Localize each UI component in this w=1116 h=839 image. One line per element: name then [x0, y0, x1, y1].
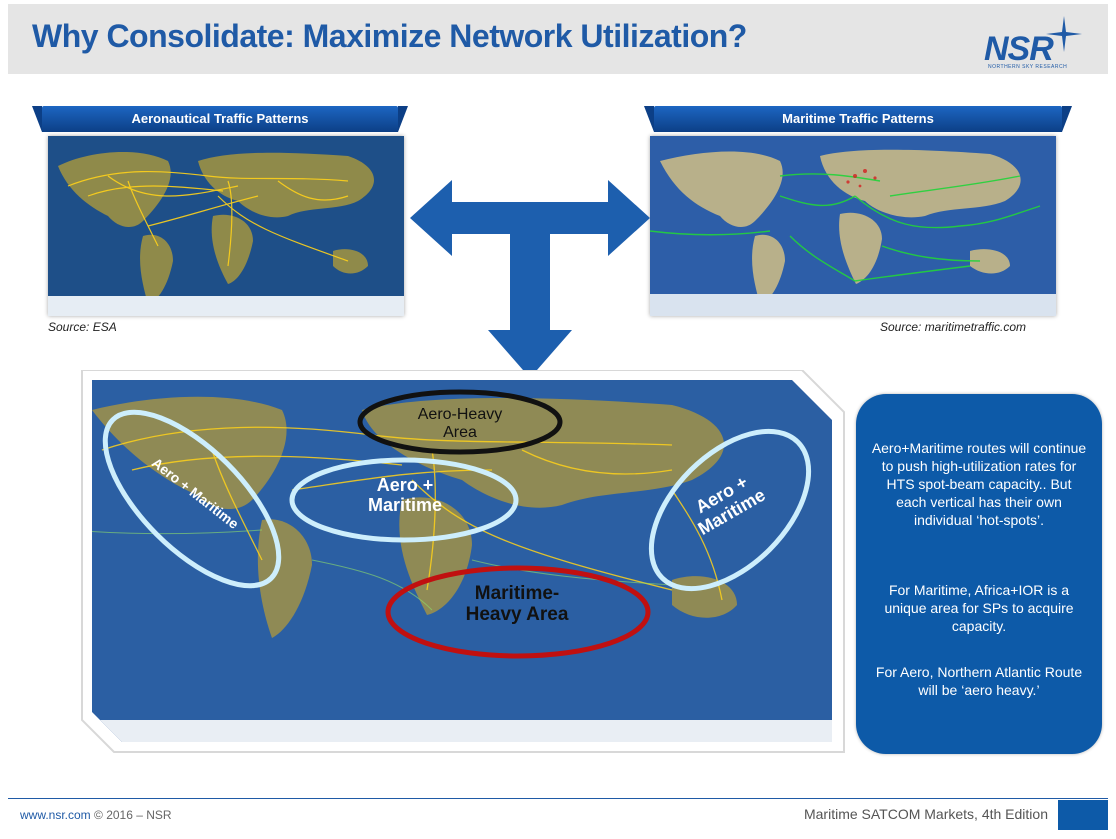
- europe-region-label: Aero + Maritime: [367, 475, 443, 515]
- footer-accent-block: [1058, 800, 1108, 830]
- summary-paragraph-3: For Aero, Northern Atlantic Route will b…: [875, 664, 1083, 698]
- maritime-source: Source: maritimetraffic.com: [880, 320, 1027, 334]
- maritime-panel-header: Maritime Traffic Patterns: [644, 106, 1072, 132]
- atlantic-ring: [102, 409, 282, 589]
- arrow-down-icon: [488, 330, 572, 378]
- consolidation-arrows: [410, 180, 650, 378]
- aero-source: Source: ESA: [48, 320, 117, 334]
- maritime-heavy-ring: [385, 565, 651, 659]
- combined-map-graphic: [81, 369, 845, 753]
- maritime-map-graphic: [650, 136, 1056, 316]
- logo-tagline: NORTHERN SKY RESEARCH: [988, 64, 1068, 70]
- asia-pacific-ring: [648, 428, 812, 592]
- summary-box: Aero+Maritime routes will continue to pu…: [856, 394, 1102, 754]
- summary-paragraph-2: For Maritime, Africa+IOR is a unique are…: [884, 582, 1074, 634]
- arrow-down-shaft: [510, 234, 550, 334]
- aero-traffic-map: [48, 136, 404, 316]
- combined-traffic-map: Aero-Heavy Area Aero + Maritime Aero + M…: [72, 369, 848, 760]
- europe-ring: [289, 457, 519, 543]
- summary-paragraph-1: Aero+Maritime routes will continue to pu…: [871, 440, 1087, 528]
- maritime-heavy-label: Maritime- Heavy Area: [465, 583, 569, 625]
- page-title: Why Consolidate: Maximize Network Utiliz…: [32, 18, 747, 54]
- aero-panel-header: Aeronautical Traffic Patterns: [32, 106, 408, 132]
- aero-heavy-label: Aero-Heavy Area: [417, 406, 503, 441]
- title-bar: Why Consolidate: Maximize Network Utiliz…: [8, 4, 1108, 74]
- aero-heavy-ring: [357, 389, 563, 455]
- aero-panel-title: Aeronautical Traffic Patterns: [131, 111, 309, 126]
- footer-edition: Maritime SATCOM Markets, 4th Edition: [803, 806, 1048, 822]
- footer-credit: www.nsr.com © 2016 – NSR: [20, 808, 172, 822]
- maritime-panel-title: Maritime Traffic Patterns: [782, 111, 934, 126]
- nsr-logo: NSR NORTHERN SKY RESEARCH: [978, 12, 1088, 72]
- logo-star-icon: [1046, 16, 1082, 52]
- footer-divider: [8, 798, 1108, 799]
- aero-map-graphic: [48, 136, 404, 316]
- footer-url-link[interactable]: www.nsr.com: [20, 808, 91, 822]
- logo-text: NSR: [984, 30, 1054, 68]
- footer-copyright: © 2016 – NSR: [90, 808, 172, 822]
- arrow-left-right-icon: [410, 180, 650, 256]
- maritime-traffic-map: [650, 136, 1056, 316]
